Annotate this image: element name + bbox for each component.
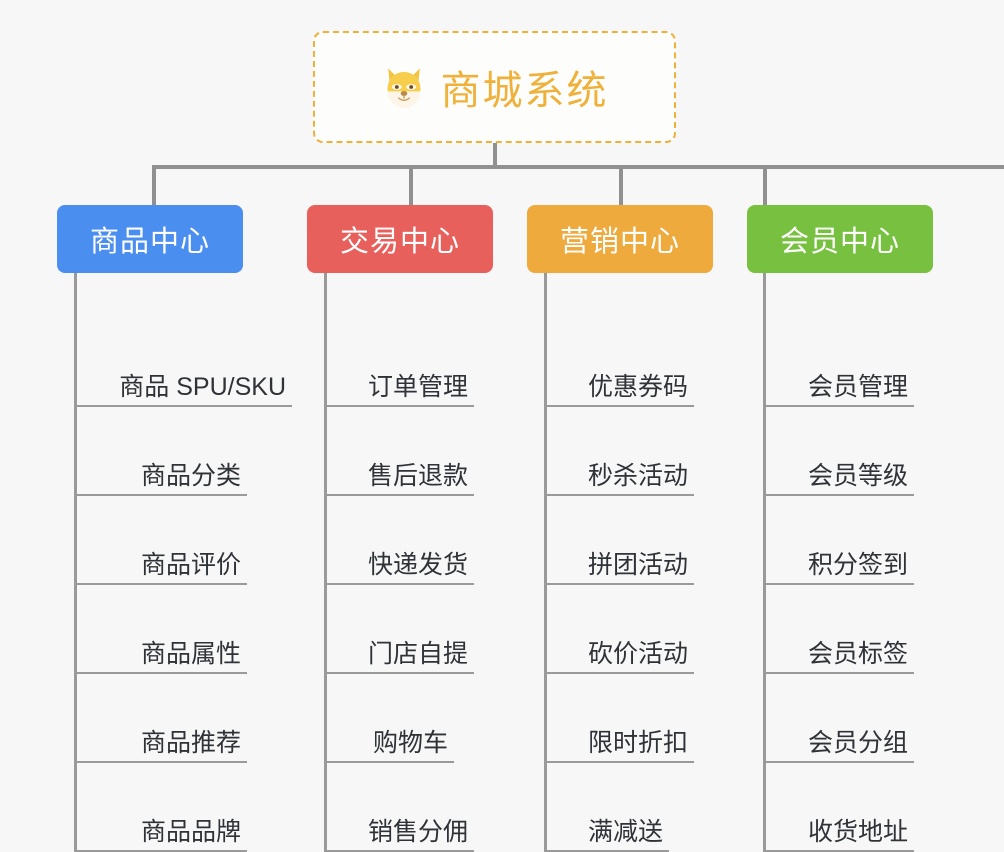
branch-header-4[interactable]: 会员中心: [747, 205, 933, 273]
leaf-item[interactable]: 砍价活动: [544, 622, 694, 674]
leaf-item-label: 商品评价: [140, 550, 241, 579]
branch-drop-connector: [409, 165, 413, 207]
branch-drop-connector: [763, 165, 767, 207]
branch-drop-connector: [619, 165, 623, 207]
leaf-item[interactable]: 购物车: [324, 711, 454, 763]
leaf-item[interactable]: 满减送: [544, 800, 669, 852]
dog-face-icon: [381, 64, 427, 110]
leaf-item[interactable]: 售后退款: [324, 444, 474, 496]
branch-header-label: 会员中心: [779, 226, 900, 258]
leaf-item-label: 门店自提: [367, 639, 468, 668]
leaf-item[interactable]: 门店自提: [324, 622, 474, 674]
leaf-item-label: 砍价活动: [587, 639, 688, 668]
leaf-item[interactable]: 优惠券码: [544, 355, 694, 407]
leaf-item-label: 销售分佣: [367, 817, 468, 846]
leaf-item-label: 优惠券码: [587, 372, 688, 401]
leaf-item-label: 会员管理: [807, 372, 908, 401]
leaf-item[interactable]: 商品属性: [74, 622, 247, 674]
leaf-item[interactable]: 销售分佣: [324, 800, 474, 852]
leaf-item-label: 商品属性: [140, 639, 241, 668]
branch-header-label: 交易中心: [339, 226, 460, 258]
branch-drop-connector: [152, 165, 156, 207]
branch-rail-connector: [74, 273, 77, 852]
leaf-item[interactable]: 会员标签: [764, 622, 914, 674]
leaf-item-label: 拼团活动: [587, 550, 688, 579]
leaf-item[interactable]: 商品品牌: [74, 800, 247, 852]
leaf-item-label: 订单管理: [367, 372, 468, 401]
leaf-item[interactable]: 商品分类: [74, 444, 247, 496]
root-node[interactable]: 商城系统: [313, 31, 676, 143]
leaf-item[interactable]: 会员等级: [764, 444, 914, 496]
leaf-item-label: 商品品牌: [140, 817, 241, 846]
leaf-item-label: 商品推荐: [140, 728, 241, 757]
branch-rail-connector: [544, 273, 547, 852]
branch-header-3[interactable]: 营销中心: [527, 205, 713, 273]
branch-bus-connector: [152, 165, 1004, 169]
leaf-item[interactable]: 订单管理: [324, 355, 474, 407]
leaf-item-label: 限时折扣: [587, 728, 688, 757]
branch-header-label: 商品中心: [89, 226, 210, 258]
leaf-item-label: 购物车: [372, 728, 448, 757]
leaf-item-label: 快递发货: [367, 550, 468, 579]
leaf-item[interactable]: 秒杀活动: [544, 444, 694, 496]
leaf-item[interactable]: 会员管理: [764, 355, 914, 407]
leaf-item-label: 积分签到: [807, 550, 908, 579]
branch-header-1[interactable]: 商品中心: [57, 205, 243, 273]
leaf-item[interactable]: 商品推荐: [74, 711, 247, 763]
leaf-item-label: 会员等级: [807, 461, 908, 490]
leaf-item[interactable]: 快递发货: [324, 533, 474, 585]
leaf-item-label: 会员标签: [807, 639, 908, 668]
leaf-item[interactable]: 限时折扣: [544, 711, 694, 763]
leaf-item[interactable]: 商品 SPU/SKU: [74, 355, 292, 407]
leaf-item[interactable]: 积分签到: [764, 533, 914, 585]
leaf-item-label: 会员分组: [807, 728, 908, 757]
leaf-item[interactable]: 拼团活动: [544, 533, 694, 585]
branch-header-label: 营销中心: [559, 226, 680, 258]
leaf-item[interactable]: 收货地址: [764, 800, 914, 852]
leaf-item[interactable]: 商品评价: [74, 533, 247, 585]
leaf-item-label: 满减送: [587, 817, 663, 846]
root-stem-connector: [493, 143, 497, 167]
leaf-item-label: 收货地址: [807, 817, 908, 846]
branch-rail-connector: [324, 273, 327, 852]
leaf-item-label: 秒杀活动: [587, 461, 688, 490]
root-title: 商城系统: [440, 69, 609, 113]
leaf-item-label: 售后退款: [367, 461, 468, 490]
branch-header-2[interactable]: 交易中心: [307, 205, 493, 273]
leaf-item-label: 商品 SPU/SKU: [119, 372, 286, 401]
leaf-item[interactable]: 会员分组: [764, 711, 914, 763]
leaf-item-label: 商品分类: [140, 461, 241, 490]
branch-rail-connector: [763, 273, 766, 852]
